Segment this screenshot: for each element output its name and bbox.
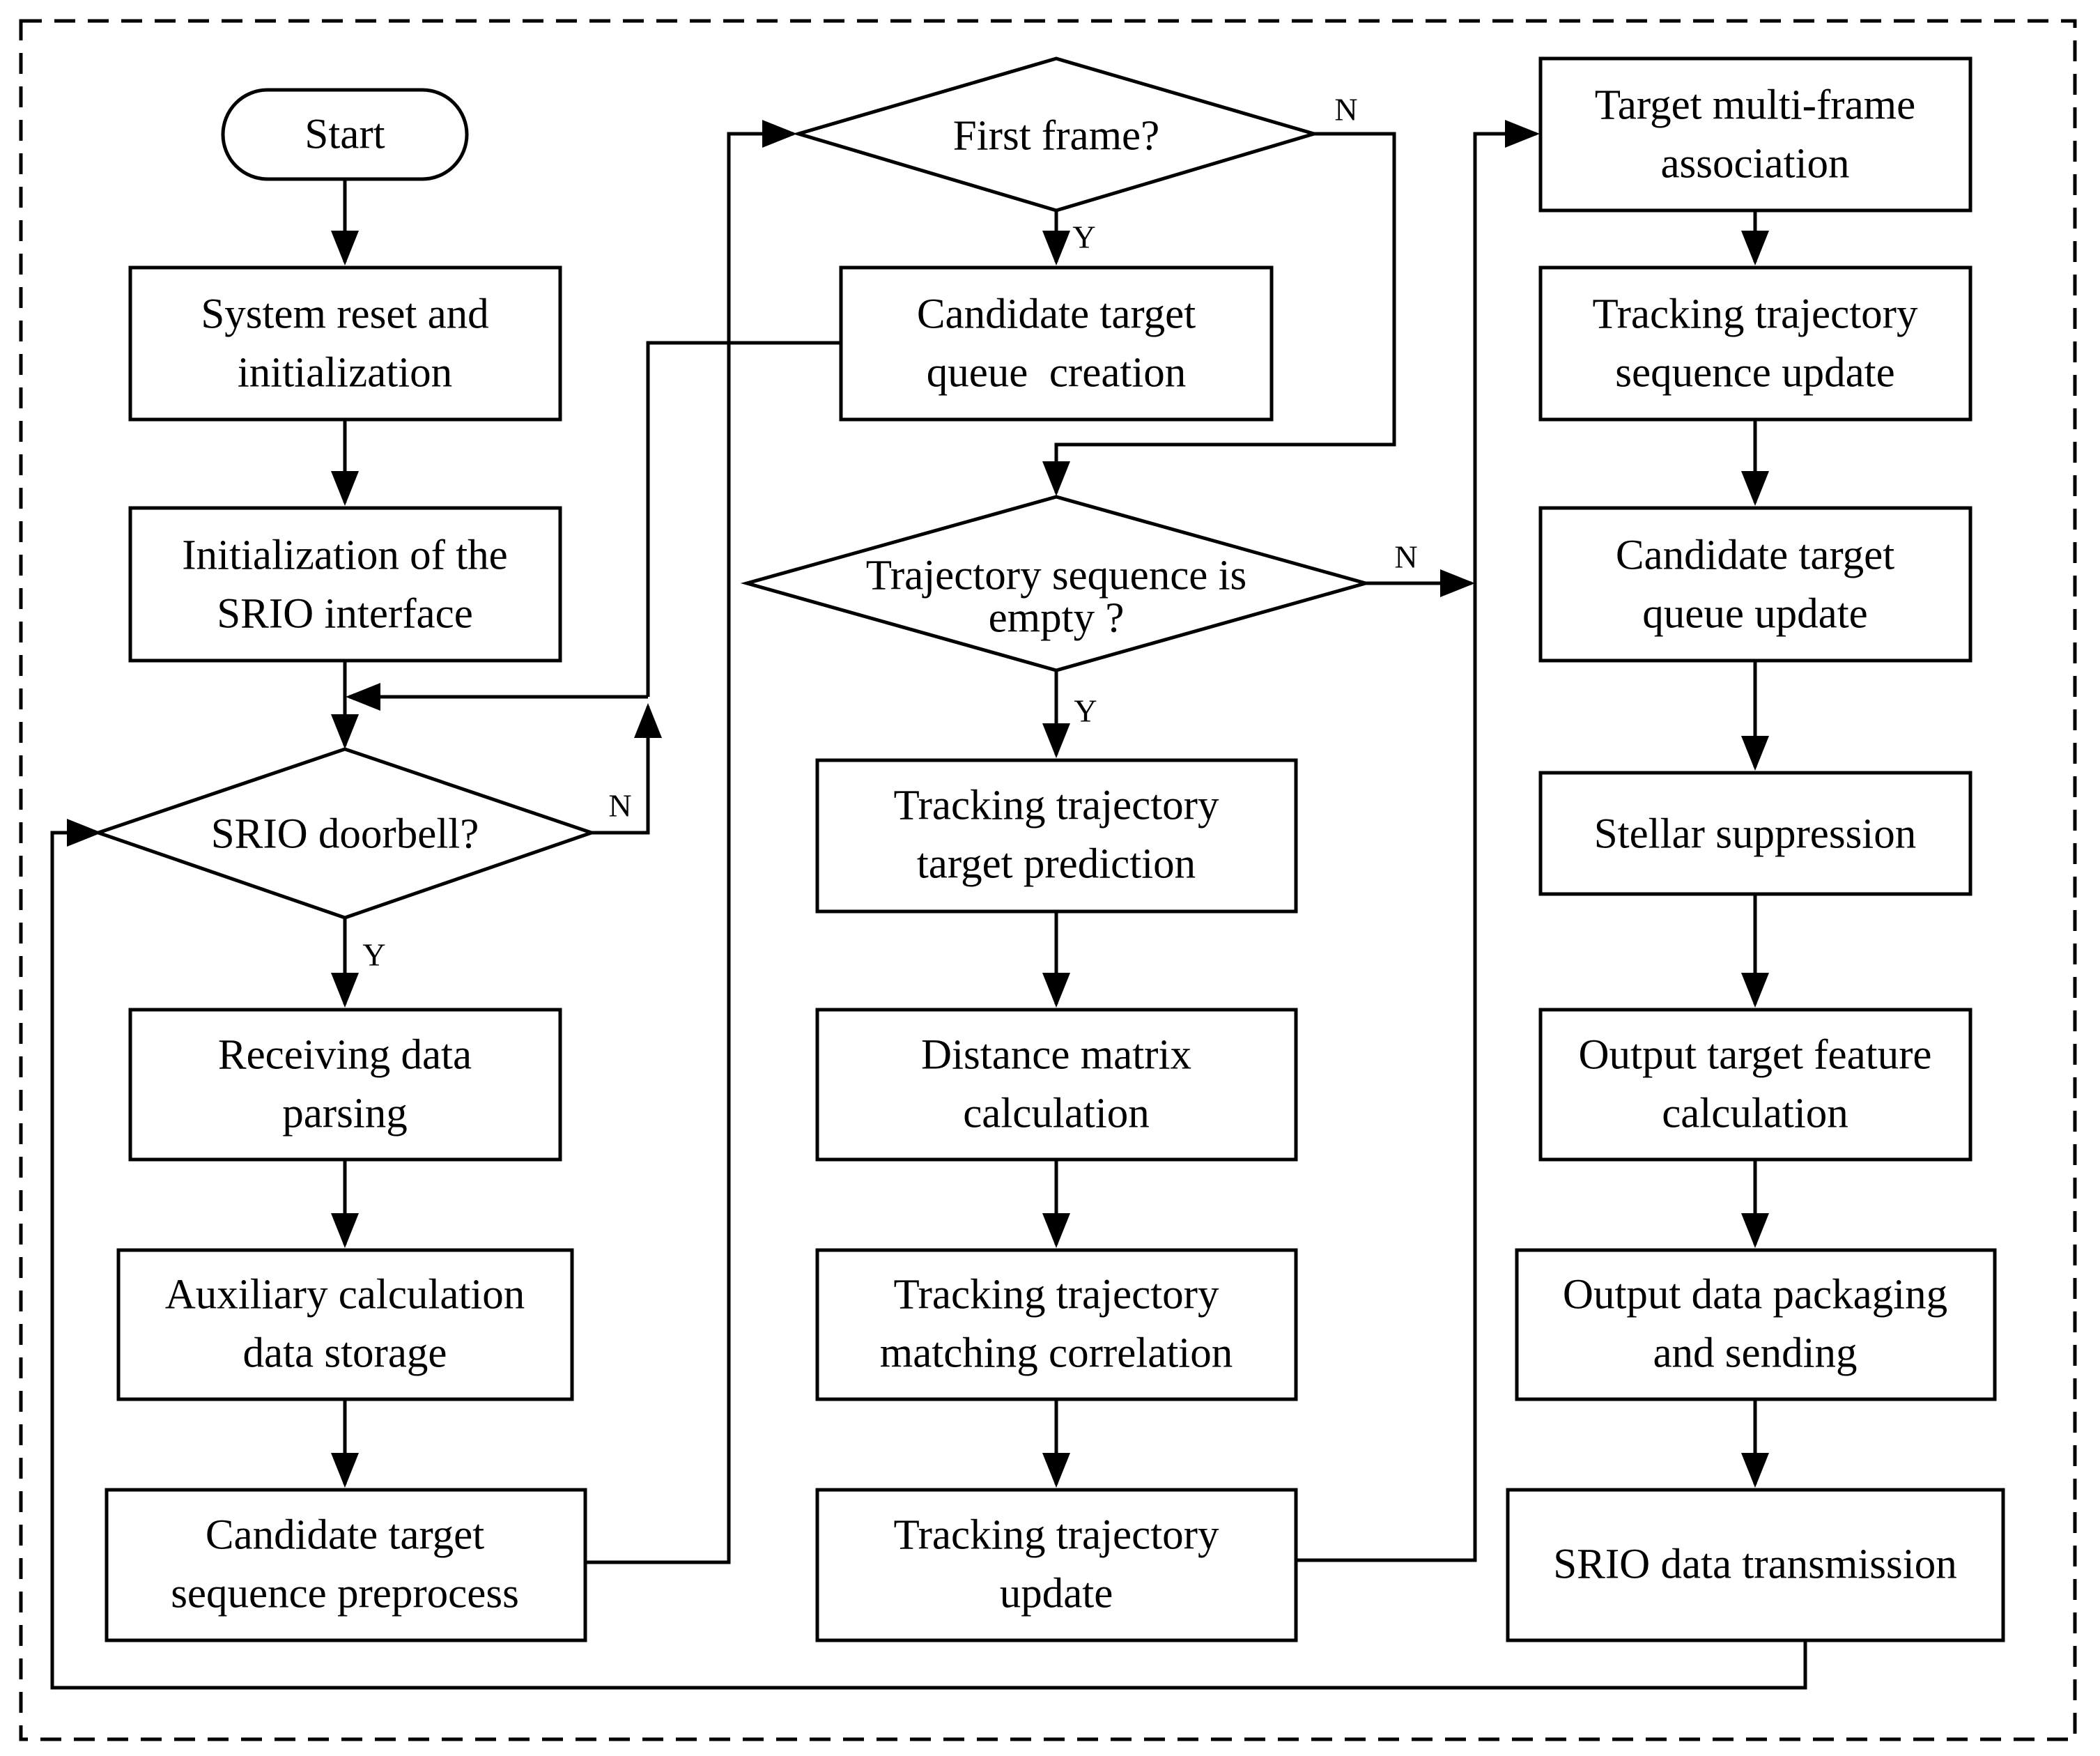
stellar-label: Stellar suppression [1594,811,1917,858]
packaging-label-line2: and sending [1653,1330,1857,1377]
seq-update-label-line1: Tracking trajectory [1593,291,1918,338]
node-start-terminal [221,88,469,181]
node-preprocess-box [105,1488,587,1642]
first-frame-no-label: N [1334,92,1357,128]
node-queue-update-box [1538,506,1972,663]
node-system-reset-box [128,265,562,422]
node-first-frame-diamond [792,56,1320,213]
matching-label-line1: Tracking trajectory [894,1272,1219,1318]
system-reset-label-line2: initialization [238,350,452,396]
preprocess-label-line1: Candidate target [206,1512,484,1559]
node-doorbell-diamond [93,747,597,920]
candidate-creation-label-line1: Candidate target [917,291,1196,338]
first-frame-yes-label: Y [1072,220,1095,255]
auxiliary-label-line2: data storage [243,1330,447,1377]
traj-empty-label-line1: Trajectory sequence is [866,553,1247,599]
distance-matrix-label-line1: Distance matrix [921,1032,1191,1079]
first-frame-label: First frame? [953,113,1159,160]
queue-update-label-line2: queue update [1642,591,1868,638]
system-reset-label-line1: System reset and [201,291,488,338]
shapes [93,56,2005,1642]
edge-first-frame-no-to-traj-empty [1042,132,1396,496]
edge-preprocess-to-first-frame [585,120,797,1564]
target-prediction-label-line2: target prediction [917,841,1196,888]
seq-update-label-line2: sequence update [1615,350,1894,396]
transmission-label: SRIO data transmission [1553,1541,1956,1588]
node-traj-empty-diamond [740,495,1373,672]
queue-update-label-line1: Candidate target [1616,532,1894,579]
feature-label-line2: calculation [1662,1091,1848,1137]
candidate-creation-label-line2: queue creation [927,350,1187,396]
doorbell-label: SRIO doorbell? [211,811,479,858]
traj-empty-label-line2: empty ? [989,595,1125,642]
node-srio-init-box [128,506,562,663]
node-transmission-box [1506,1488,2005,1642]
dashed-outer-frame [19,19,2077,1741]
distance-matrix-label-line2: calculation [963,1091,1150,1137]
preprocess-label-line2: sequence preprocess [171,1571,519,1617]
receiving-label-line1: Receiving data [218,1032,472,1079]
node-packaging-box [1515,1248,1997,1401]
node-receiving-box [128,1008,562,1162]
feature-label-line1: Output target feature [1578,1032,1931,1079]
node-traj-update-box [815,1488,1298,1642]
node-candidate-creation-box [839,265,1274,422]
target-prediction-label-line1: Tracking trajectory [894,783,1219,829]
node-matching-box [815,1248,1298,1401]
doorbell-yes-label: Y [362,937,385,973]
branch-labels: N Y N Y N Y [362,92,1417,973]
node-target-prediction-box [815,758,1298,914]
traj-update-label-line2: update [1000,1571,1113,1617]
traj-update-label-line1: Tracking trajectory [894,1512,1219,1559]
edge-candidate-creation-to-wait [646,341,841,697]
traj-empty-yes-label: Y [1074,693,1097,729]
multi-frame-label-line2: association [1660,141,1849,187]
edges [50,120,1807,1690]
start-label: Start [304,111,385,158]
traj-empty-no-label: N [1394,539,1417,575]
node-feature-box [1538,1008,1972,1162]
edge-transmission-back-to-doorbell [50,819,1807,1690]
node-distance-matrix-box [815,1008,1298,1162]
doorbell-no-label: N [608,788,631,824]
packaging-label-line1: Output data packaging [1563,1272,1947,1318]
edge-traj-update-to-multi-frame [1296,120,1540,1562]
node-multi-frame-box [1538,56,1972,213]
matching-label-line2: matching correlation [880,1330,1233,1377]
node-seq-update-box [1538,265,1972,422]
multi-frame-label-line1: Target multi-frame [1595,82,1915,129]
node-stellar-box [1538,771,1972,896]
receiving-label-line2: parsing [282,1091,408,1137]
node-auxiliary-box [116,1248,574,1401]
edge-doorbell-no-loop [592,703,662,835]
srio-init-label-line2: SRIO interface [217,591,473,638]
srio-init-label-line1: Initialization of the [182,532,508,579]
node-labels: Start System reset and initialization In… [165,82,1957,1617]
auxiliary-label-line1: Auxiliary calculation [165,1272,525,1318]
